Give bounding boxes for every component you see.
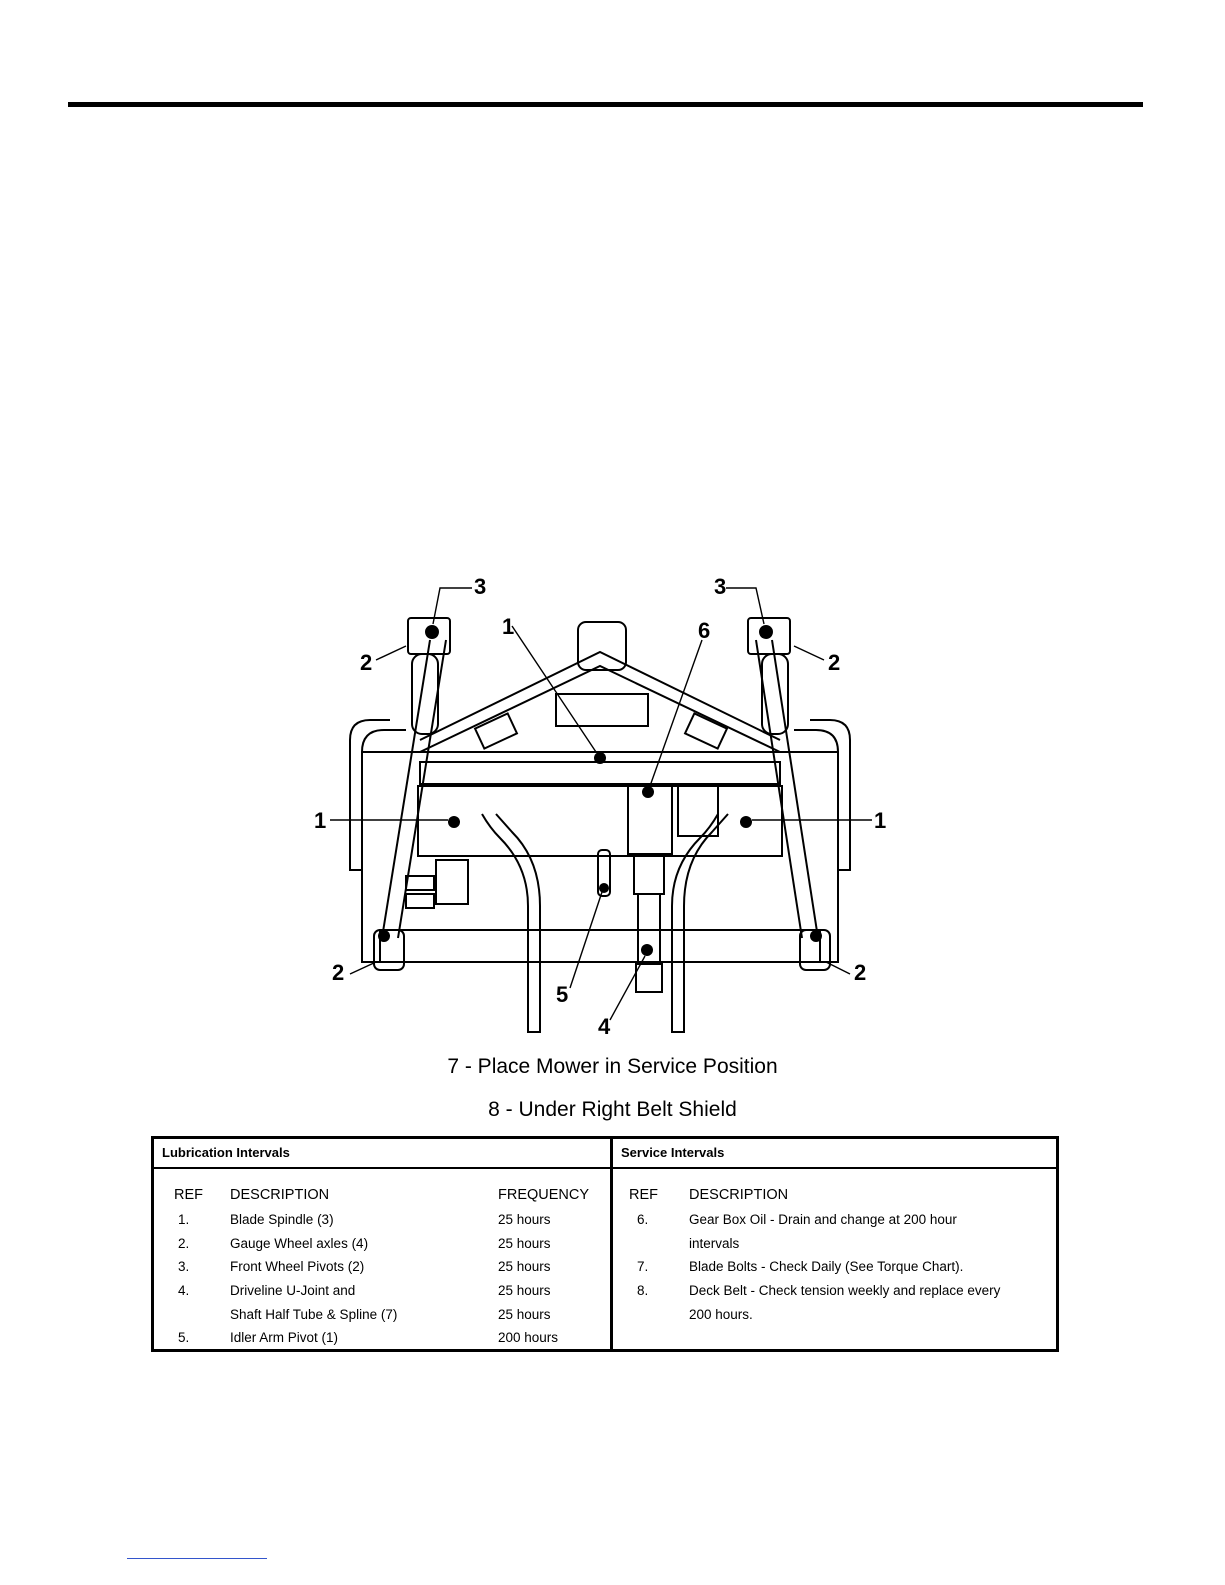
service-row-5-description: 200 hours. bbox=[689, 1307, 753, 1322]
lubrication-row-1-ref: 1. bbox=[178, 1212, 190, 1227]
lubrication-row-6-ref: 5. bbox=[178, 1330, 190, 1345]
lubrication-row-1-frequency: 25 hours bbox=[498, 1212, 551, 1227]
grease-point-left-gauge-wheel bbox=[378, 930, 390, 942]
lubrication-title-rule bbox=[154, 1167, 610, 1169]
callout-5: 5 bbox=[556, 982, 568, 1007]
callout-6: 6 bbox=[698, 618, 710, 643]
lubrication-row-2-ref: 2. bbox=[178, 1236, 190, 1251]
lubrication-row-2-description: Gauge Wheel axles (4) bbox=[230, 1236, 369, 1251]
figure-7-caption: 7 - Place Mower in Service Position bbox=[447, 1055, 778, 1078]
lubrication-header-description: DESCRIPTION bbox=[230, 1187, 330, 1203]
service-row-2-description: intervals bbox=[689, 1236, 740, 1251]
grease-point-front-right-pivot bbox=[759, 625, 773, 639]
lubrication-row-3-ref: 3. bbox=[178, 1259, 190, 1274]
lubrication-title: Lubrication Intervals bbox=[162, 1145, 290, 1160]
deck-outline bbox=[349, 617, 851, 1033]
callout-1-left: 1 bbox=[314, 808, 326, 833]
lubrication-row-4-description: Driveline U-Joint and bbox=[230, 1283, 356, 1298]
lubrication-header-ref: REF bbox=[174, 1187, 203, 1203]
callout-1-right: 1 bbox=[874, 808, 886, 833]
service-title-rule bbox=[613, 1167, 1056, 1169]
mower-drawing: 3 3 2 2 1 6 1 1 2 2 5 4 bbox=[314, 574, 886, 1039]
lubrication-row-4-ref: 4. bbox=[178, 1283, 190, 1298]
service-title: Service Intervals bbox=[621, 1145, 725, 1160]
lubrication-row-3-frequency: 25 hours bbox=[498, 1259, 551, 1274]
lubrication-row-2-frequency: 25 hours bbox=[498, 1236, 551, 1251]
lubrication-row-4-frequency: 25 hours bbox=[498, 1283, 551, 1298]
callout-2-top-left: 2 bbox=[360, 650, 372, 675]
callout-3-left: 3 bbox=[474, 574, 486, 599]
top-rule bbox=[68, 102, 1143, 107]
grease-point-right-spindle bbox=[740, 816, 752, 828]
footer-link-underline bbox=[127, 1558, 267, 1559]
lubrication-row-5-frequency: 25 hours bbox=[498, 1307, 551, 1322]
lubrication-row-6-description: Idler Arm Pivot (1) bbox=[230, 1330, 339, 1345]
service-row-3-ref: 7. bbox=[637, 1259, 649, 1274]
callout-4: 4 bbox=[598, 1014, 611, 1039]
service-row-4-description: Deck Belt - Check tension weekly and rep… bbox=[689, 1283, 1001, 1298]
grease-point-gearbox bbox=[642, 786, 654, 798]
callout-2-top-right: 2 bbox=[828, 650, 840, 675]
figure-8-caption: 8 - Under Right Belt Shield bbox=[488, 1098, 737, 1121]
service-header-description: DESCRIPTION bbox=[689, 1187, 789, 1203]
grease-point-front-left-pivot bbox=[425, 625, 439, 639]
grease-points bbox=[378, 625, 822, 956]
lubrication-header-frequency: FREQUENCY bbox=[498, 1187, 590, 1203]
lubrication-row-3-description: Front Wheel Pivots (2) bbox=[230, 1259, 365, 1274]
leader-lines bbox=[330, 587, 872, 1021]
service-intervals-panel: Service Intervals REF DESCRIPTION 6. Gea… bbox=[613, 1139, 1056, 1349]
service-header-ref: REF bbox=[629, 1187, 658, 1203]
lubrication-intervals-panel: Lubrication Intervals REF DESCRIPTION FR… bbox=[154, 1139, 613, 1349]
callout-3-right: 3 bbox=[714, 574, 726, 599]
lubrication-row-1-description: Blade Spindle (3) bbox=[230, 1212, 334, 1227]
service-row-1-description: Gear Box Oil - Drain and change at 200 h… bbox=[689, 1212, 957, 1227]
lubrication-row-5-description: Shaft Half Tube & Spline (7) bbox=[230, 1307, 398, 1322]
grease-point-driveline bbox=[641, 944, 653, 956]
grease-point-left-spindle bbox=[448, 816, 460, 828]
grease-point-center-spindle bbox=[594, 752, 606, 764]
callout-2-bottom-right: 2 bbox=[854, 960, 866, 985]
service-row-1-ref: 6. bbox=[637, 1212, 649, 1227]
lubrication-row-6-frequency: 200 hours bbox=[498, 1330, 559, 1345]
callout-2-bottom-left: 2 bbox=[332, 960, 344, 985]
callout-1-center: 1 bbox=[502, 614, 514, 639]
service-row-4-ref: 8. bbox=[637, 1283, 649, 1298]
mower-service-diagram: 3 3 2 2 1 6 1 1 2 2 5 4 bbox=[300, 570, 900, 1050]
grease-point-idler-arm bbox=[599, 883, 609, 893]
grease-point-right-gauge-wheel bbox=[810, 930, 822, 942]
service-row-3-description: Blade Bolts - Check Daily (See Torque Ch… bbox=[689, 1259, 964, 1274]
intervals-table: Lubrication Intervals REF DESCRIPTION FR… bbox=[151, 1136, 1059, 1352]
